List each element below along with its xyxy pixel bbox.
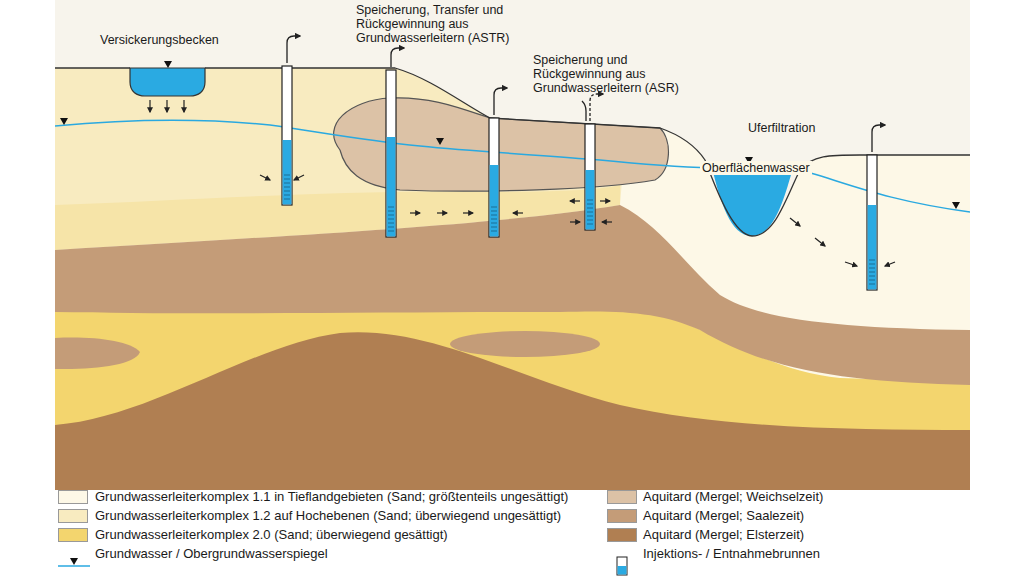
surface-water xyxy=(712,168,793,236)
well-screen xyxy=(869,264,875,265)
well-screen xyxy=(587,212,593,213)
well-screen xyxy=(284,187,290,188)
well-screen xyxy=(284,191,290,192)
recharge-basin xyxy=(130,68,205,96)
well-casing xyxy=(282,66,292,205)
legend-swatch xyxy=(58,490,88,504)
extraction-arrow xyxy=(494,88,507,115)
legend-text: Grundwasserleiterkomplex 1.2 auf Hochebe… xyxy=(95,508,585,523)
terrain-surface xyxy=(55,68,970,236)
well-screen xyxy=(388,215,394,216)
lens-mid xyxy=(450,331,600,357)
well-screen xyxy=(869,260,875,261)
well-screen xyxy=(284,199,290,200)
water-table xyxy=(55,121,970,212)
well-screen xyxy=(869,268,875,269)
well-screen xyxy=(388,211,394,212)
well-casing xyxy=(867,155,877,290)
well-casing xyxy=(585,124,595,230)
well-screen xyxy=(284,195,290,196)
extraction-arrow xyxy=(590,94,603,121)
well-screen xyxy=(587,208,593,209)
well-screen xyxy=(491,223,497,224)
well-screen xyxy=(869,284,875,285)
legend-swatch xyxy=(607,490,637,504)
well-screen xyxy=(869,276,875,277)
legend-text: Aquitard (Mergel; Elsterzeit) xyxy=(643,527,973,542)
well-water xyxy=(387,137,396,236)
well-screen xyxy=(284,175,290,176)
well-screen xyxy=(491,219,497,220)
extraction-arrow xyxy=(872,125,885,152)
annotation-label: Versickerungsbecken xyxy=(100,33,240,47)
aquitard-elster xyxy=(55,332,970,490)
well-water xyxy=(283,140,292,204)
well-screen xyxy=(587,216,593,217)
well-screen xyxy=(491,227,497,228)
injection-arrow xyxy=(582,101,586,121)
annotation-label: Oberflächenwasser xyxy=(700,161,812,175)
legend-text: Aquitard (Mergel; Weichselzeit) xyxy=(643,489,973,504)
well-screen xyxy=(869,272,875,273)
well-screen xyxy=(388,219,394,220)
aquifer-1-1 xyxy=(55,68,970,490)
well-screen xyxy=(388,227,394,228)
legend-text: Injektions- / Entnahmebrunnen xyxy=(643,546,973,561)
legend-text: Aquitard (Mergel; Saalezeit) xyxy=(643,508,973,523)
annotation-label: Speicherung und Rückgewinnung aus Grundw… xyxy=(533,53,688,95)
well-screen xyxy=(491,207,497,208)
well-screen xyxy=(869,280,875,281)
well-screen xyxy=(388,223,394,224)
sky xyxy=(55,0,970,490)
legend-swatch xyxy=(607,509,637,523)
well-screen xyxy=(388,207,394,208)
lens-left xyxy=(55,338,140,370)
water-marker xyxy=(60,61,960,209)
well-screen xyxy=(284,183,290,184)
annotation-label: Uferfiltration xyxy=(748,121,868,135)
well-screen xyxy=(587,220,593,221)
legend-swatch xyxy=(607,528,637,542)
extraction-arrow xyxy=(391,48,404,67)
annotation-label: Speicherung, Transfer und Rückgewinnung … xyxy=(356,3,531,45)
legend-swatch xyxy=(58,528,88,542)
legend-well xyxy=(617,557,627,575)
well-screen xyxy=(587,224,593,225)
well-screen xyxy=(491,231,497,232)
legend-text: Grundwasserleiterkomplex 2.0 (Sand; über… xyxy=(95,527,585,542)
well-water xyxy=(586,170,595,229)
well-screen xyxy=(491,211,497,212)
legend-text: Grundwasserleiterkomplex 1.1 in Tiefland… xyxy=(95,489,585,504)
aquitard-weichsel xyxy=(334,98,669,191)
well-screen xyxy=(587,200,593,201)
legend-water-line xyxy=(58,558,90,566)
extraction-arrow xyxy=(287,36,300,63)
well-water xyxy=(490,165,499,236)
well-casing xyxy=(386,70,396,237)
well-water xyxy=(868,205,877,289)
flow-arrows xyxy=(260,175,895,266)
well-screen xyxy=(587,204,593,205)
legend-text: Grundwasser / Obergrundwasserspiegel xyxy=(95,546,585,561)
well-screen xyxy=(491,215,497,216)
infiltration-arrows xyxy=(150,100,184,112)
well-screen xyxy=(284,179,290,180)
well-casing xyxy=(489,118,499,237)
aquitard-saale xyxy=(55,205,970,385)
well-screen xyxy=(388,231,394,232)
legend-swatch xyxy=(58,509,88,523)
